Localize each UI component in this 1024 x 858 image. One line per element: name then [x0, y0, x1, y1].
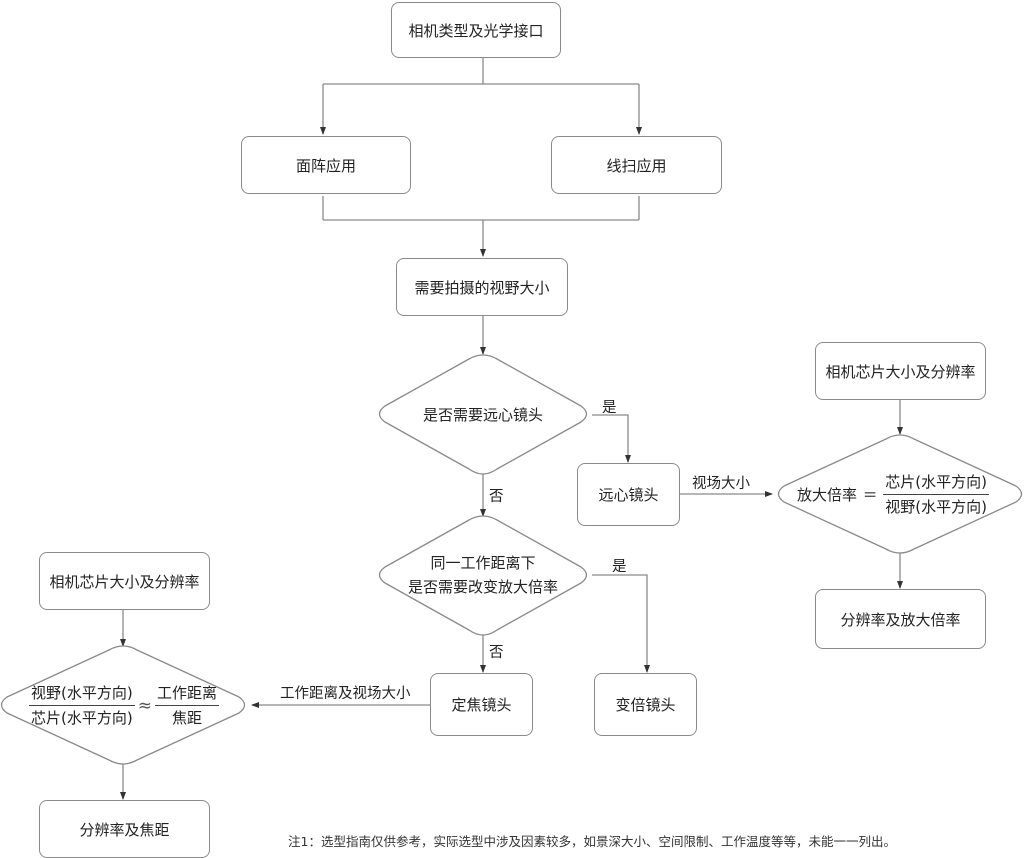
diamond-text-change-magnification: 同一工作距离下 是否需要改变放大倍率 — [390, 550, 576, 600]
node-fixed-focus-lens: 定焦镜头 — [430, 673, 533, 736]
node-sensor-res-left: 相机芯片大小及分辨率 — [39, 552, 210, 610]
node-res-and-focal: 分辨率及焦距 — [39, 800, 210, 858]
magnification-denominator: 视野(水平方向) — [885, 498, 987, 516]
diamond-change-magnification — [378, 515, 588, 636]
node-zoom-lens: 变倍镜头 — [594, 673, 697, 736]
magnification-fraction: 芯片(水平方向) 视野(水平方向) — [883, 472, 989, 517]
edge-label-yes-telecentric: 是 — [602, 400, 617, 416]
edge-label-no-telecentric: 否 — [489, 489, 504, 505]
diamond-text-need-telecentric: 是否需要远心镜头 — [390, 400, 576, 430]
edge-label-no-change-mag: 否 — [489, 645, 504, 661]
node-res-and-mag: 分辨率及放大倍率 — [815, 589, 986, 649]
node-area-scan: 面阵应用 — [241, 136, 411, 194]
node-telecentric-lens: 远心镜头 — [577, 463, 680, 526]
node-sensor-res-right: 相机芯片大小及分辨率 — [815, 342, 986, 400]
node-line-scan: 线扫应用 — [551, 136, 722, 194]
focal-lhs-fraction: 视野(水平方向) 芯片(水平方向) — [29, 683, 135, 728]
edge-label-fov-to-mag: 视场大小 — [692, 476, 750, 492]
focal-rhs-numerator: 工作距离 — [154, 683, 219, 706]
focal-formula: 视野(水平方向) 芯片(水平方向) ≈ 工作距离 焦距 — [29, 683, 219, 728]
magnification-lhs: 放大倍率 — [797, 486, 858, 504]
focal-lhs-denominator: 芯片(水平方向) — [31, 709, 133, 727]
focal-rhs-denominator: 焦距 — [171, 709, 202, 727]
diamond-need-telecentric — [378, 354, 588, 475]
edge-label-wd-and-fov: 工作距离及视场大小 — [280, 686, 411, 702]
focal-rhs-fraction: 工作距离 焦距 — [154, 683, 219, 728]
magnification-formula: 放大倍率 = 芯片(水平方向) 视野(水平方向) — [797, 472, 989, 517]
magnification-numerator: 芯片(水平方向) — [883, 472, 989, 495]
edge-telecentric-yes — [592, 414, 631, 463]
need-telecentric-label: 是否需要远心镜头 — [422, 406, 543, 424]
node-camera-type: 相机类型及光学接口 — [391, 2, 561, 58]
focal-lhs-numerator: 视野(水平方向) — [29, 683, 135, 706]
approx-sign: ≈ — [137, 695, 152, 716]
equals-sign: = — [863, 484, 878, 505]
edge-label-yes-change-mag: 是 — [612, 559, 627, 575]
edge-change-mag-yes — [592, 574, 650, 673]
change-mag-line1: 同一工作距离下 — [430, 554, 536, 572]
footnote: 注1：选型指南仅供参考，实际选型中涉及因素较多，如景深大小、空间限制、工作温度等… — [288, 834, 896, 849]
change-mag-line2: 是否需要改变放大倍率 — [407, 578, 558, 596]
node-fov-size: 需要拍摄的视野大小 — [396, 258, 568, 316]
